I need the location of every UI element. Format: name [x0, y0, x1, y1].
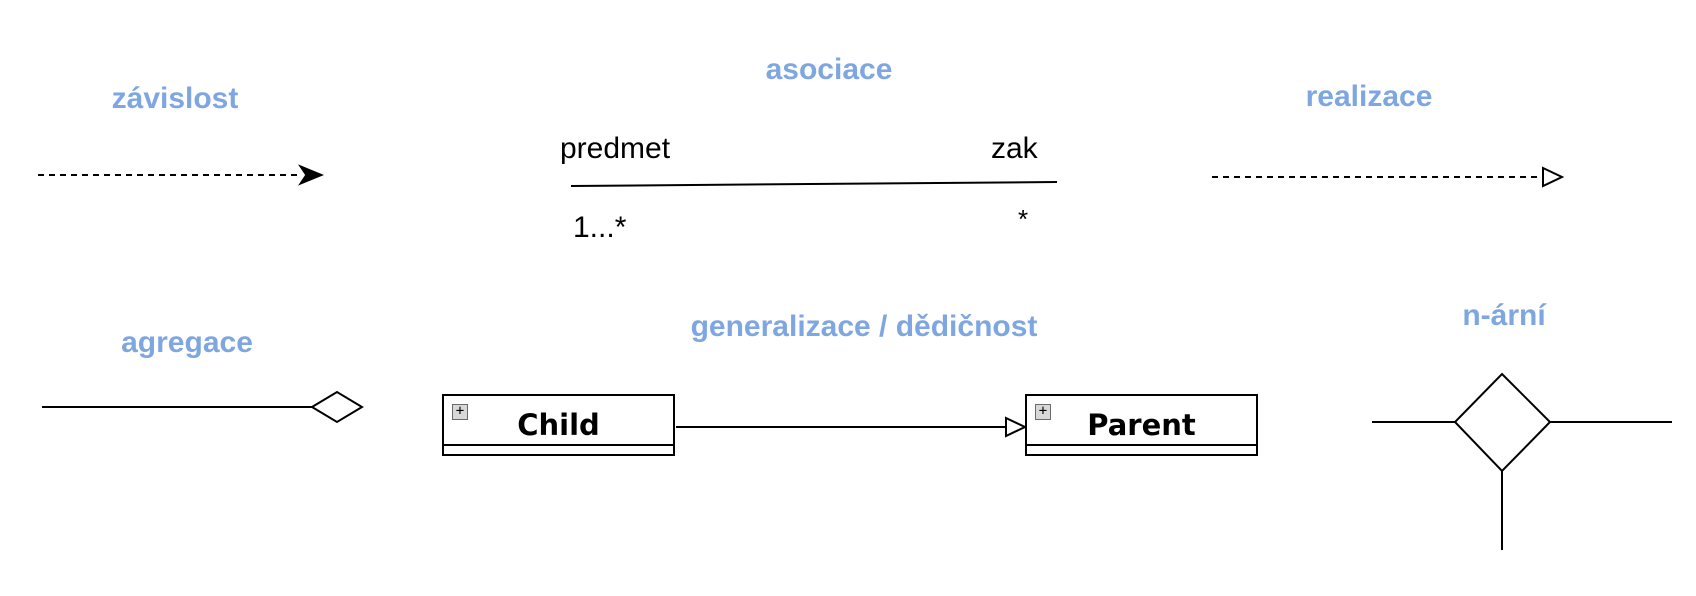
dependency-connector	[38, 164, 324, 186]
association-left-multiplicity: 1...*	[573, 211, 627, 244]
class-child-name: Child	[444, 396, 673, 446]
nary-connector	[1372, 372, 1672, 550]
heading-association: asociace	[765, 53, 893, 86]
expand-icon[interactable]: +	[452, 404, 468, 420]
realization-arrowhead	[1542, 166, 1565, 188]
aggregation-diamond	[310, 390, 364, 424]
expand-icon[interactable]: +	[1035, 404, 1051, 420]
class-parent-name: Parent	[1027, 396, 1256, 446]
generalization-arrowhead	[1005, 416, 1028, 438]
heading-generalization: generalizace / dědičnost	[690, 310, 1038, 343]
heading-dependency: závislost	[111, 82, 239, 115]
generalization-connector	[676, 416, 1028, 438]
heading-nary: n-ární	[1462, 299, 1546, 332]
realization-connector	[1212, 166, 1565, 188]
nary-diamond	[1453, 372, 1552, 473]
association-line	[570, 181, 1058, 187]
class-child[interactable]: + Child	[442, 394, 675, 456]
heading-aggregation: agregace	[121, 326, 253, 359]
association-right-role: zak	[991, 132, 1038, 165]
association-left-role: predmet	[560, 132, 671, 165]
dependency-arrowhead	[298, 164, 324, 186]
association-right-multiplicity: *	[1018, 204, 1029, 234]
class-parent[interactable]: + Parent	[1025, 394, 1258, 456]
heading-realization: realizace	[1305, 80, 1433, 113]
aggregation-connector	[42, 390, 364, 424]
